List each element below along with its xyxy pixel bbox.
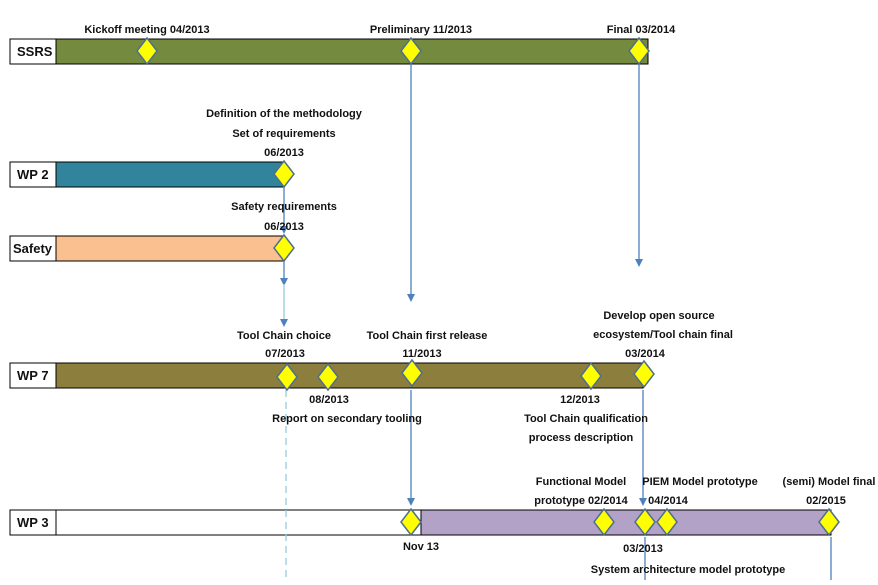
label-wp3-functional-line2: prototype 02/2014	[534, 495, 628, 507]
ssrs-row: SSRS	[9, 38, 649, 65]
milestone-toolchain-choice	[276, 362, 298, 392]
ssrs-label-box	[9, 38, 57, 65]
wp3-row: WP 3	[9, 509, 832, 536]
label-wp7-release-line1: Tool Chain first release	[367, 330, 488, 342]
milestone-secondary-tooling	[317, 362, 339, 392]
milestone-final	[628, 36, 650, 66]
label-wp7-final-line3: 03/2014	[625, 348, 666, 360]
wp7-row: WP 7	[9, 362, 644, 389]
wp2-row-label: WP 2	[17, 167, 49, 182]
label-wp7-final-line2: ecosystem/Tool chain final	[593, 329, 733, 341]
label-wp3-sysarch-text: System architecture model prototype	[591, 564, 785, 576]
label-wp3-nov: Nov 13	[403, 541, 439, 553]
milestone-toolchain-first-release	[401, 358, 423, 388]
label-wp7-secondary-text: Report on secondary tooling	[272, 413, 422, 425]
ssrs-row-label: SSRS	[17, 44, 53, 59]
milestone-preliminary	[400, 36, 422, 66]
milestone-safety-requirements	[273, 233, 295, 263]
label-wp7-qual-line1: Tool Chain qualification	[524, 413, 648, 425]
label-wp2-line2: Set of requirements	[232, 128, 335, 140]
label-wp7-release-line2: 11/2013	[402, 348, 441, 360]
label-wp7-qual-date: 12/2013	[560, 394, 600, 406]
wp3-row-label: WP 3	[17, 515, 49, 530]
labels: Kickoff meeting 04/2013 Preliminary 11/2…	[84, 24, 875, 576]
label-wp2-line3: 06/2013	[264, 147, 304, 159]
wp7-row-label: WP 7	[17, 368, 49, 383]
milestone-functional-model	[593, 507, 615, 537]
label-final: Final 03/2014	[607, 24, 676, 36]
safety-row: Safety	[9, 235, 285, 262]
milestone-wp3-nov13	[400, 507, 422, 537]
milestone-toolchain-final	[633, 359, 655, 389]
label-wp2-line1: Definition of the methodology	[206, 108, 363, 120]
label-preliminary: Preliminary 11/2013	[370, 24, 472, 36]
label-safety-line2: 06/2013	[264, 221, 304, 233]
wp2-label-box	[9, 161, 57, 188]
label-safety-line1: Safety requirements	[231, 201, 337, 213]
safety-bar	[55, 235, 285, 262]
label-wp3-sysarch-date: 03/2013	[623, 543, 663, 555]
label-wp7-final-line1: Develop open source	[603, 310, 714, 322]
wp3-white-bar	[55, 509, 422, 536]
label-wp7-choice-line1: Tool Chain choice	[237, 330, 331, 342]
milestone-piem	[656, 507, 678, 537]
wp3-bar	[420, 509, 832, 536]
milestone-semi-final	[818, 507, 840, 537]
safety-row-label: Safety	[13, 241, 53, 256]
label-wp7-secondary-date: 08/2013	[309, 394, 349, 406]
connectors	[280, 64, 832, 580]
label-wp3-functional-line1: Functional Model	[536, 476, 626, 488]
milestones	[136, 36, 840, 537]
milestone-toolchain-qualification	[580, 361, 602, 391]
label-wp7-choice-line2: 07/2013	[265, 348, 305, 360]
wp7-bar	[55, 362, 644, 389]
label-wp3-semi-line2: 02/2015	[806, 495, 846, 507]
milestone-sysarch	[634, 507, 656, 537]
wp2-row: WP 2	[9, 161, 285, 188]
label-wp3-semi-line1: (semi) Model final	[783, 476, 876, 488]
label-kickoff: Kickoff meeting 04/2013	[84, 24, 209, 36]
wp2-bar	[55, 161, 285, 188]
wp3-label-box	[9, 509, 57, 536]
label-wp7-qual-line2: process description	[529, 432, 634, 444]
milestone-wp2-methodology	[273, 159, 295, 189]
milestone-kickoff	[136, 36, 158, 66]
label-wp3-piem-line1: PIEM Model prototype	[642, 476, 758, 488]
label-wp3-piem-line2: 04/2014	[648, 495, 689, 507]
wp7-label-box	[9, 362, 57, 389]
